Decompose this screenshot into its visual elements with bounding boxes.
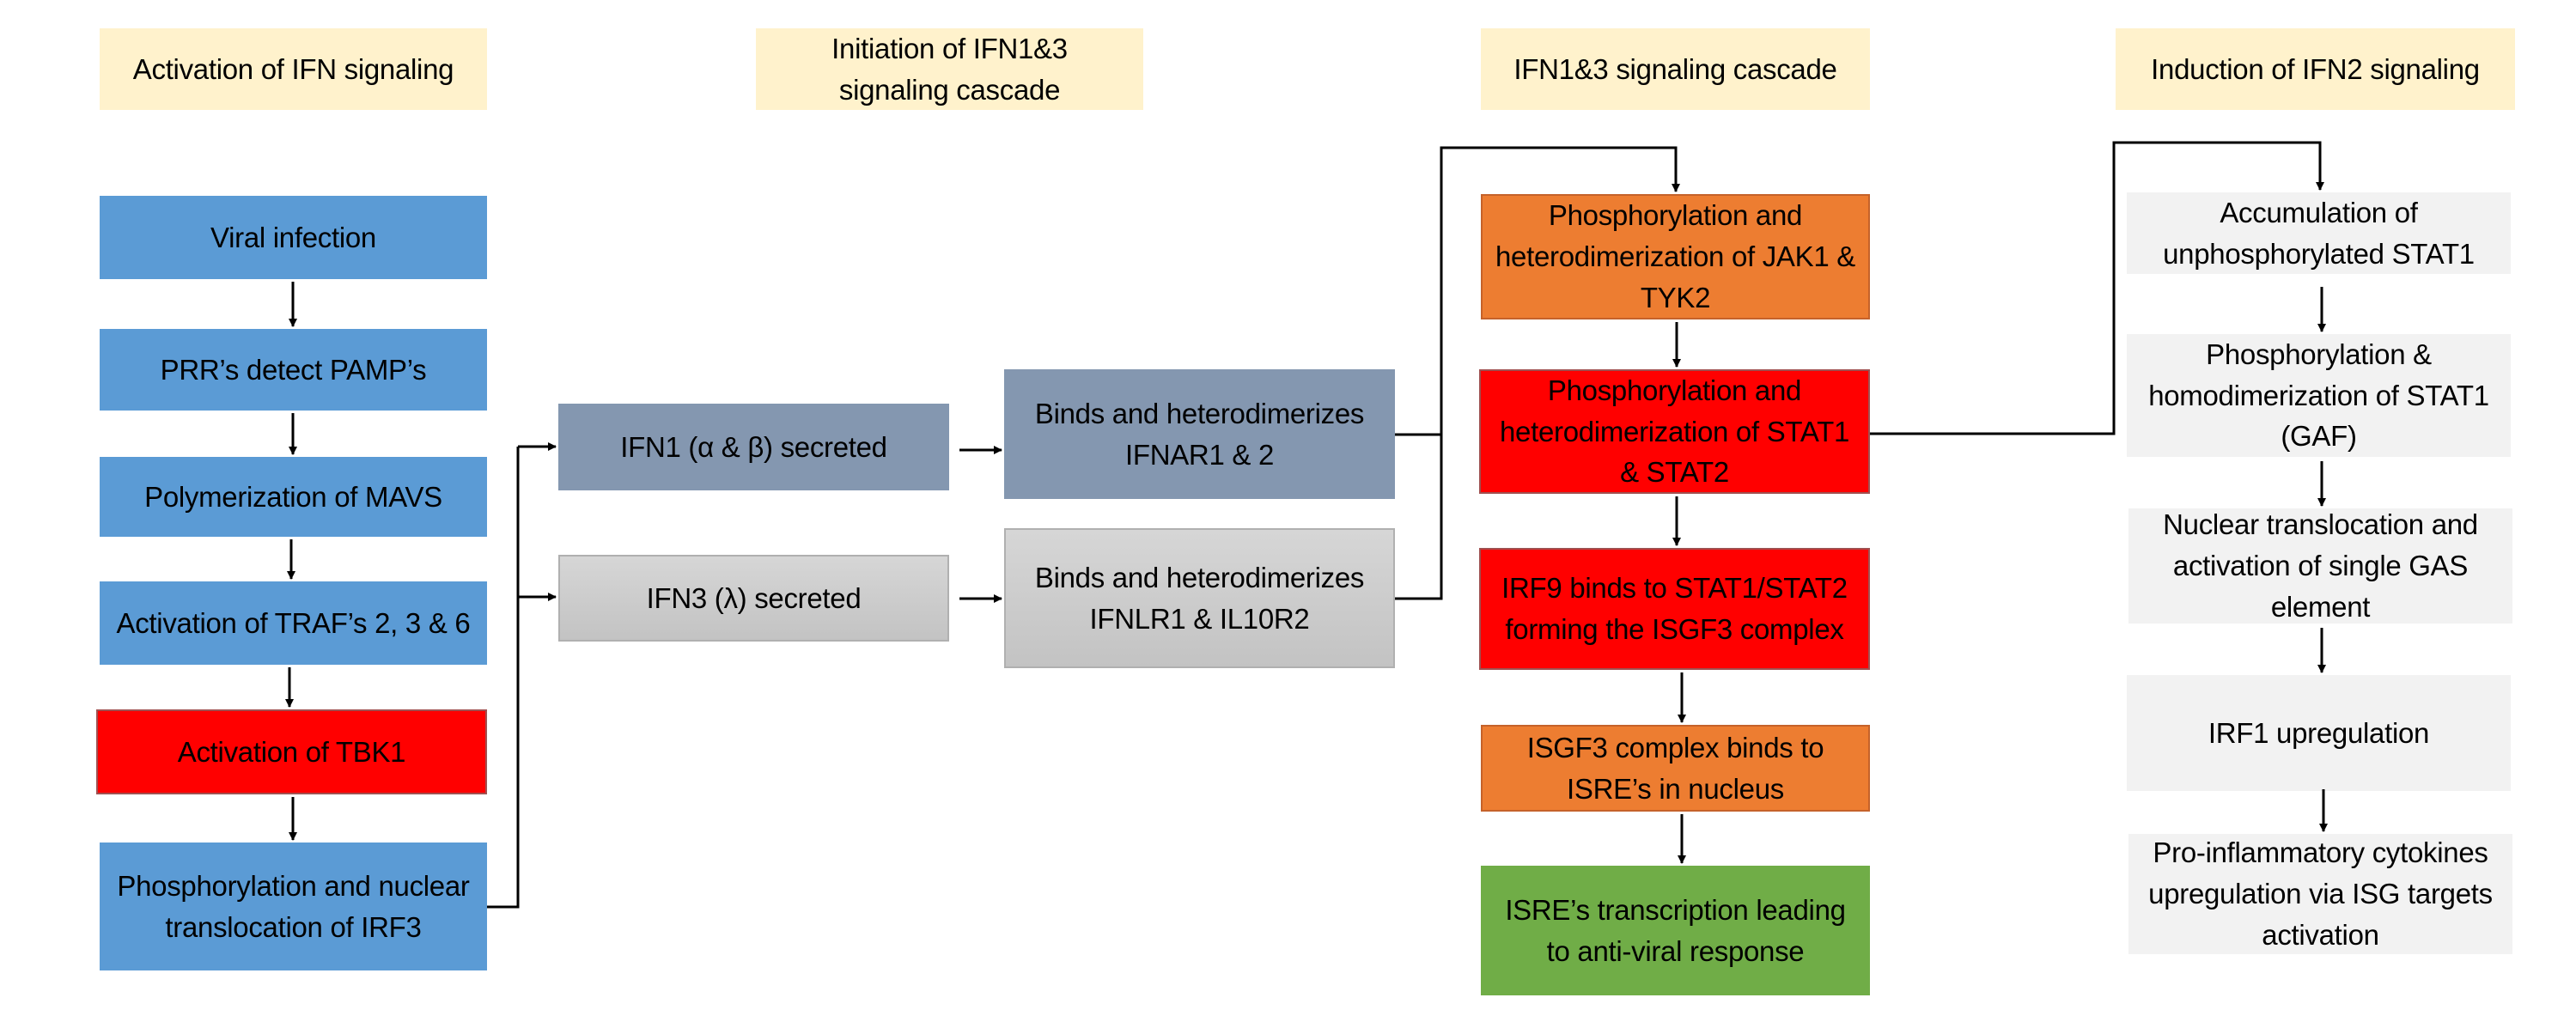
- node-stat1-gaf: Phosphorylation & homodimerization of ST…: [2127, 334, 2511, 457]
- node-binds-ifnar: Binds and heterodimerizes IFNAR1 & 2: [1004, 369, 1395, 499]
- node-viral-infection: Viral infection: [100, 196, 487, 279]
- node-isgf3-binds-isre: ISGF3 complex binds to ISRE’s in nucleus: [1481, 725, 1870, 812]
- node-tbk1-activation: Activation of TBK1: [96, 709, 487, 794]
- node-binds-ifnlr: Binds and heterodimerizes IFNLR1 & IL10R…: [1004, 528, 1395, 668]
- header-cascade: IFN1&3 signaling cascade: [1481, 28, 1870, 110]
- node-ifn3-secreted: IFN3 (λ) secreted: [558, 555, 949, 642]
- header-activation: Activation of IFN signaling: [100, 28, 487, 110]
- node-unphosphorylated-stat1: Accumulation of unphosphorylated STAT1: [2127, 192, 2511, 274]
- node-mavs-polymerization: Polymerization of MAVS: [100, 457, 487, 537]
- node-irf9-isgf3: IRF9 binds to STAT1/STAT2 forming the IS…: [1479, 548, 1870, 670]
- node-prr-detect-pamp: PRR’s detect PAMP’s: [100, 329, 487, 411]
- node-jak1-tyk2: Phosphorylation and heterodimerization o…: [1481, 194, 1870, 319]
- node-stat1-stat2: Phosphorylation and heterodimerization o…: [1479, 369, 1870, 494]
- node-irf1-upregulation: IRF1 upregulation: [2127, 675, 2511, 791]
- node-gas-element: Nuclear translocation and activation of …: [2128, 508, 2512, 624]
- connector-irf3-trunk: [487, 447, 520, 909]
- node-irf3-translocation: Phosphorylation and nuclear translocatio…: [100, 843, 487, 970]
- header-initiation: Initiation of IFN1&3 signaling cascade: [756, 28, 1143, 110]
- node-isre-transcription: ISRE’s transcription leading to anti-vir…: [1481, 866, 1870, 995]
- node-traf-activation: Activation of TRAF’s 2, 3 & 6: [100, 581, 487, 665]
- header-ifn2: Induction of IFN2 signaling: [2116, 28, 2515, 110]
- node-ifn1-secreted: IFN1 (α & β) secreted: [558, 404, 949, 490]
- node-proinflammatory-cytokines: Pro-inflammatory cytokines upregulation …: [2128, 834, 2512, 954]
